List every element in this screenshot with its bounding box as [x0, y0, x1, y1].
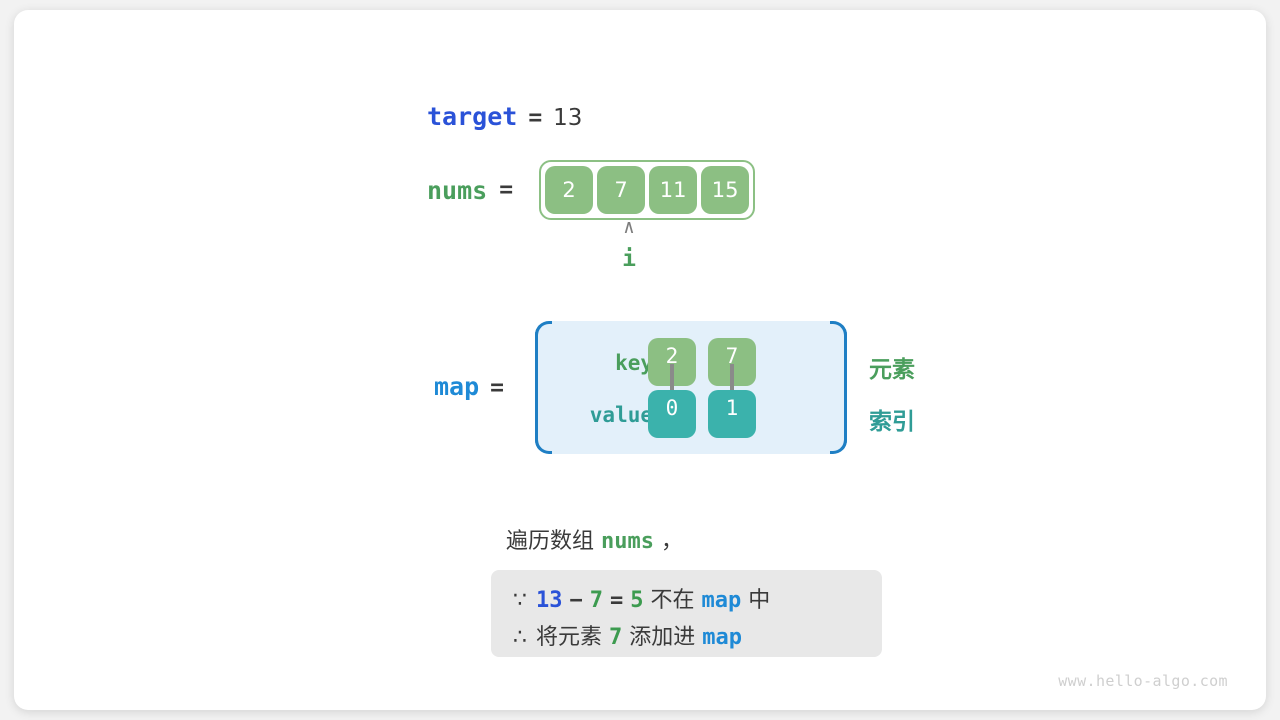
watermark: www.hello-algo.com	[1058, 672, 1228, 690]
nums-array: 2 7 11 15	[539, 160, 756, 220]
map-value-box: 1	[708, 390, 756, 438]
array-cell: 7	[597, 166, 646, 214]
caption-variable: nums	[601, 529, 654, 554]
explanation-tail-text: 中	[748, 588, 771, 613]
explanation-added-element: 7	[609, 625, 623, 650]
because-symbol-icon: ∵	[513, 588, 527, 613]
map-key-header: key	[615, 351, 653, 375]
explanation-current-element: 7	[589, 588, 603, 613]
minus-operator: −	[569, 588, 583, 613]
array-cell: 2	[545, 166, 594, 214]
map-left-bracket	[535, 321, 555, 454]
array-cell: 11	[649, 166, 698, 214]
map-value-header: value	[589, 403, 653, 427]
map-element-side-label: 元素	[869, 357, 915, 383]
map-value-box: 0	[648, 390, 696, 438]
array-cell: 15	[701, 166, 750, 214]
diagram-canvas: target = 13 nums = 2 7 11 15 ∧ i map = k…	[14, 10, 1266, 710]
map-declaration: map =	[434, 372, 504, 401]
index-pointer: ∧ i	[608, 216, 650, 273]
map-variable-label: map	[434, 372, 480, 401]
target-declaration: target = 13	[427, 102, 582, 131]
explanation-map-ref: map	[701, 588, 742, 613]
equals-operator: =	[610, 588, 624, 613]
target-variable-label: target	[427, 102, 518, 131]
explanation-complement: 5	[630, 588, 644, 613]
map-index-side-label: 索引	[869, 409, 915, 435]
nums-declaration: nums = 2 7 11 15	[427, 160, 756, 220]
explanation-map-target: map	[702, 625, 743, 650]
explanation-target-value: 13	[536, 588, 563, 613]
map-value-text: 1	[725, 396, 739, 420]
target-value: 13	[553, 105, 583, 131]
explanation-action-verb: 添加进	[629, 625, 696, 650]
map-equals-sign: =	[490, 375, 505, 401]
map-key-text: 7	[725, 344, 739, 368]
nums-equals-sign: =	[499, 177, 514, 203]
pointer-label: i	[622, 246, 636, 272]
caption-suffix: ，	[661, 529, 684, 554]
map-right-bracket	[827, 321, 847, 454]
map-container: key value 2 0 7 1	[535, 321, 847, 454]
map-key-text: 2	[665, 344, 679, 368]
target-equals-sign: =	[528, 105, 543, 131]
caret-up-icon: ∧	[623, 216, 635, 238]
nums-variable-label: nums	[427, 175, 488, 205]
explanation-action-prefix: 将元素	[536, 625, 603, 650]
explanation-middle-text: 不在	[650, 588, 695, 613]
map-value-text: 0	[665, 396, 679, 420]
caption-prefix: 遍历数组	[506, 529, 595, 554]
therefore-symbol-icon: ∴	[513, 625, 527, 650]
